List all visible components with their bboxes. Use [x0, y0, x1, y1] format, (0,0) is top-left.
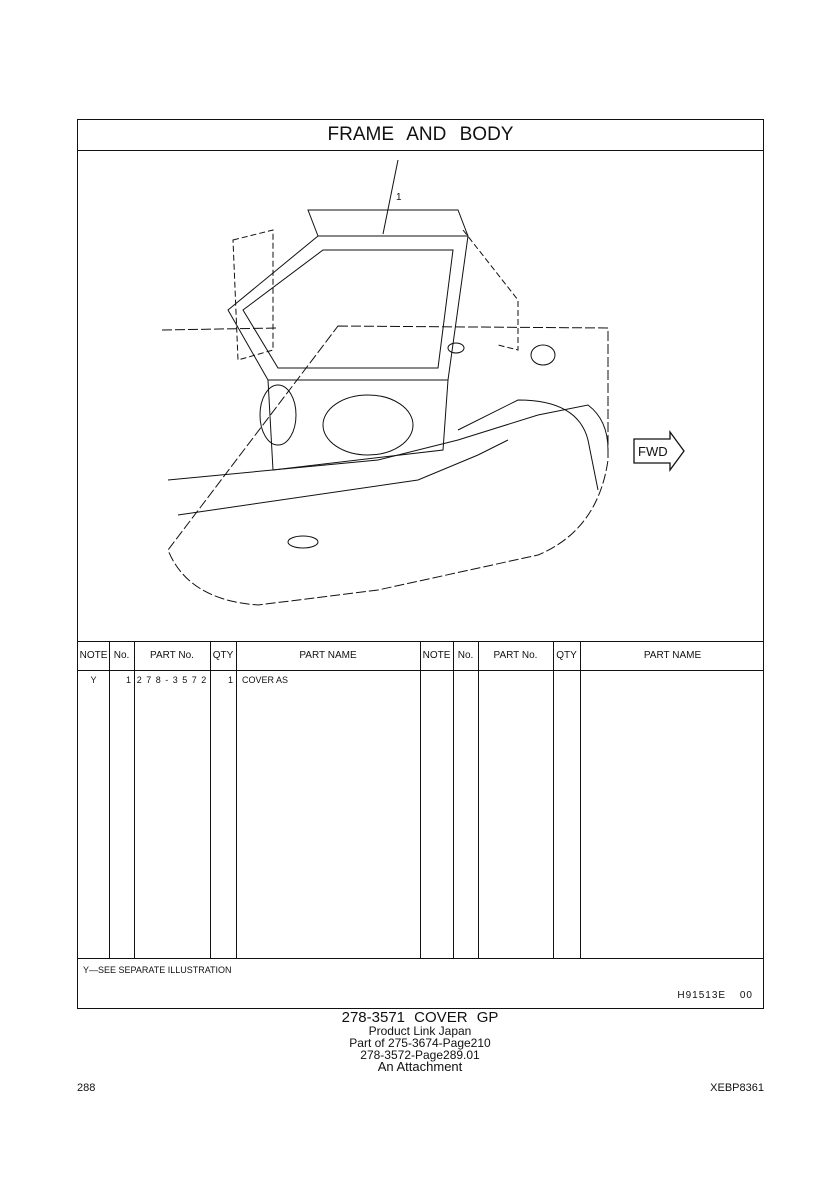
- parts-table: NOTE No. PART No. QTY PART NAME NOTE No.…: [78, 641, 763, 959]
- header-part-name: PART NAME: [299, 650, 357, 661]
- header-qty: QTY: [212, 650, 234, 661]
- row-note: Y: [90, 675, 97, 685]
- caption-line: 278-3572-Page289.01: [360, 1048, 480, 1062]
- callout-1: 1: [396, 192, 402, 203]
- fwd-arrow-icon: FWD: [633, 430, 685, 472]
- frame-drawing: [161, 159, 609, 606]
- note-legend: Y—SEE SEPARATE ILLUSTRATION: [83, 965, 232, 975]
- page-caption: 278-3571 COVER GP Product Link Japan Par…: [0, 1009, 840, 1074]
- header-note: NOTE: [79, 650, 108, 661]
- page-number: 288: [77, 1082, 96, 1094]
- row-qty: 1: [227, 675, 233, 685]
- row-part-name: COVER AS: [242, 675, 289, 685]
- header-qty-2: QTY: [556, 650, 577, 661]
- header-part-name-2: PART NAME: [643, 650, 702, 661]
- row-part-no: 2 7 8 - 3 5 7 2: [136, 675, 208, 685]
- fwd-label: FWD: [638, 444, 668, 459]
- drawing-code: H91513E 00: [677, 990, 753, 1001]
- parts-illustration: 1 FWD: [78, 150, 763, 641]
- header-no: No.: [113, 650, 130, 661]
- header-note-2: NOTE: [422, 650, 451, 661]
- caption-title: 278-3571 COVER GP: [341, 1009, 499, 1026]
- parts-page-frame: FRAME AND BODY 1: [77, 119, 764, 1009]
- header-no-2: No.: [457, 650, 474, 661]
- page-title: FRAME AND BODY: [78, 120, 763, 151]
- row-no: 1: [125, 675, 131, 685]
- header-part-no-2: PART No.: [493, 650, 538, 661]
- document-id: XEBP8361: [710, 1082, 764, 1094]
- header-part-no: PART No.: [150, 650, 194, 661]
- caption-line: Product Link Japan: [368, 1024, 472, 1038]
- caption-line: Part of 275-3674-Page210: [349, 1036, 491, 1050]
- caption-line: An Attachment: [377, 1059, 463, 1074]
